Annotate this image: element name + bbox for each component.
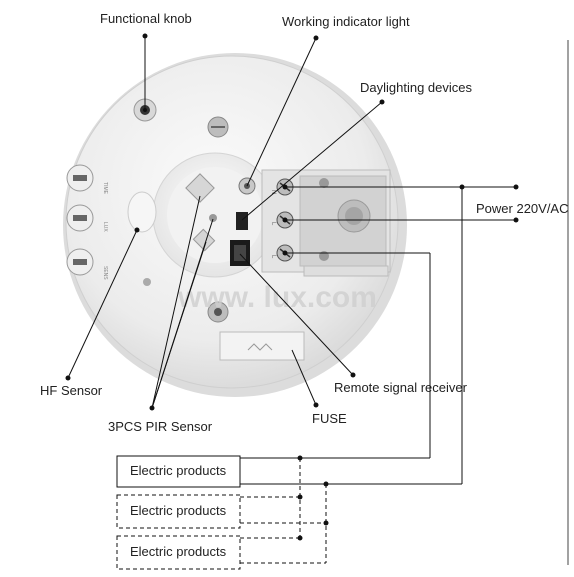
leader-dots (65, 33, 385, 411)
terminal-block: N L L (261, 169, 391, 273)
fuse-contact (247, 343, 273, 351)
dot-load-terminal (282, 250, 288, 256)
terminal-label-n: N (270, 190, 276, 194)
screw-bottom-center (214, 308, 222, 316)
dot-power-junction (459, 184, 465, 190)
leader-daylighting (241, 101, 383, 221)
wiring (240, 186, 516, 485)
dot-load-2 (297, 494, 303, 500)
dot-hf-sensor (65, 375, 71, 381)
leader-working-indicator (246, 37, 317, 187)
leader-pir-1 (151, 195, 201, 409)
dot-power-end-l (513, 217, 519, 223)
label-pir-sensor: 3PCS PIR Sensor (108, 419, 213, 434)
dot-knob-end (143, 108, 147, 112)
dot-functional-knob (142, 33, 148, 39)
product-box-1 (116, 455, 241, 488)
wiring-dots (282, 184, 519, 487)
label-working-indicator: Working indicator light (282, 14, 410, 29)
watermark: www. lux.com (177, 281, 377, 314)
leader-lines (67, 36, 383, 409)
terminal-top-hole (319, 178, 329, 188)
label-hf-sensor: HF Sensor (40, 383, 103, 398)
dot-neutral-2 (323, 520, 329, 526)
adjust-knobs: TIME LUX SENS (66, 164, 108, 280)
dashed-wiring (240, 458, 327, 564)
dot-pir (149, 405, 155, 411)
label-power: Power 220V/AC (476, 201, 569, 216)
dot-fuse (313, 402, 319, 408)
time-knob-label: TIME (102, 182, 108, 195)
dot-remote-receiver (350, 372, 356, 378)
sens-knob-label: SENS (102, 266, 108, 280)
sensor-device: TIME LUX SENS (63, 53, 407, 397)
daylighting-device (236, 212, 248, 230)
leader-pir-3 (151, 218, 214, 409)
hf-sensor (127, 191, 157, 233)
fuse-base (303, 265, 389, 277)
small-dot (143, 278, 151, 286)
pir-sensor-1 (185, 173, 215, 203)
label-functional-knob: Functional knob (100, 11, 192, 26)
label-daylighting: Daylighting devices (360, 80, 473, 95)
leader-remote-receiver (239, 253, 354, 376)
terminal-label-l1: L (270, 222, 276, 226)
dashed-wiring-dots (297, 494, 329, 541)
product-box-2 (116, 494, 241, 529)
leader-fuse (291, 349, 317, 406)
dot-daylighting (379, 99, 385, 105)
product-label-1: Electric products (130, 463, 227, 478)
label-fuse: FUSE (312, 411, 347, 426)
terminal-label-l2: L (270, 255, 276, 259)
fuse-holder (219, 331, 305, 361)
lux-knob-slot (73, 215, 87, 221)
product-box-3 (116, 535, 241, 570)
sens-knob-slot (73, 259, 87, 265)
product-label-3: Electric products (130, 544, 227, 559)
pir-sensor-2 (192, 228, 216, 252)
terminal-center-hole-inner (345, 207, 363, 225)
dot-load-3 (297, 535, 303, 541)
dot-power-end-n (513, 184, 519, 190)
pir-sensor-3 (209, 214, 217, 222)
leader-hf-sensor (67, 229, 138, 379)
product-label-2: Electric products (130, 503, 227, 518)
dot-working-indicator (313, 35, 319, 41)
lux-knob-label: LUX (102, 222, 108, 232)
dot-n-terminal (282, 184, 288, 190)
dot-l-terminal (282, 217, 288, 223)
label-remote-receiver: Remote signal receiver (334, 380, 468, 395)
time-knob-slot (73, 175, 87, 181)
dot-hf-end (134, 227, 140, 233)
